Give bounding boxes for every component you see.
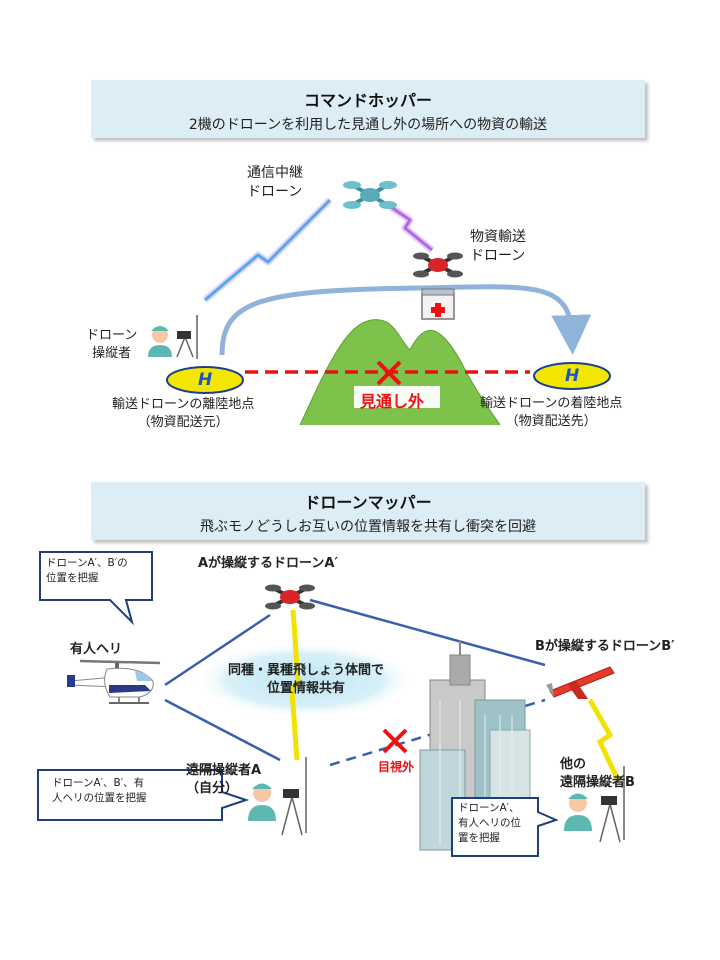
operator-b-label: 他の 遠隔操縦者B — [560, 757, 635, 790]
heli-callout-box — [39, 551, 153, 626]
operator-b-icon — [564, 793, 592, 831]
landing-label: 輸送ドローンの着陸地点 （物資配送先） — [480, 396, 623, 429]
relay-signal-bolt — [202, 197, 333, 303]
drone-b-signal-bolt — [587, 698, 621, 782]
drone-a-label: Aが操縦するドローンA′ — [198, 556, 338, 571]
operator-a-callout-text: ドローンA′、B′、有 人ヘリの位置を把握 — [52, 777, 147, 805]
landing-helipad-icon — [533, 362, 611, 390]
landing-helipad-mark: H — [565, 366, 580, 386]
no-visual-x-icon — [382, 728, 408, 754]
controller-stand-icon — [176, 315, 198, 359]
share-glow-area — [195, 642, 415, 718]
flight-route-arrow — [219, 284, 592, 356]
drone-a-signal-bolt — [289, 609, 301, 761]
takeoff-helipad-icon — [166, 366, 244, 394]
operator-a-stand-icon — [281, 757, 307, 836]
helicopter-icon — [67, 659, 161, 704]
operator-b-callout-box — [451, 797, 559, 857]
relay-drone-icon — [343, 181, 397, 209]
section1-title-box: コマンドホッパー 2機のドローンを利用した見通し外の場所への物資の輸送 — [91, 80, 645, 138]
section2-title: ドローンマッパー — [304, 493, 432, 512]
drone-b-icon — [546, 666, 615, 699]
takeoff-label: 輸送ドローンの離陸地点 （物資配送元） — [112, 397, 255, 430]
section1-title: コマンドホッパー — [303, 91, 432, 110]
medical-box-icon — [421, 288, 455, 320]
heli-label: 有人ヘリ — [70, 642, 123, 657]
no-sight-label-box — [354, 386, 440, 408]
mountain — [299, 319, 501, 426]
operator-label: ドローン 操縦者 — [86, 328, 138, 361]
drone-a-icon — [265, 584, 315, 610]
drone-b-label: Bが操縦するドローンB′ — [535, 639, 675, 654]
operator-a-label: 遠隔操縦者A （自分） — [186, 763, 262, 796]
position-links — [164, 598, 546, 762]
section2-title-box: ドローンマッパー 飛ぶモノどうしお互いの位置情報を共有し衝突を回避 — [91, 482, 645, 540]
cargo-drone-icon — [413, 252, 463, 278]
takeoff-helipad-mark: H — [198, 370, 213, 390]
operator-icon — [148, 326, 172, 357]
operator-b-callout-text: ドローンA′、 有人ヘリの位 置を把握 — [458, 802, 521, 845]
section2-subtitle: 飛ぶモノどうしお互いの位置情報を共有し衝突を回避 — [200, 519, 536, 535]
share-label: 同種・異種飛しょう体間で 位置情報共有 — [228, 663, 385, 696]
heli-callout-text: ドローンA′、B′の 位置を把握 — [46, 557, 128, 585]
cargo-drone-label: 物資輸送 ドローン — [470, 229, 526, 264]
operator-a-icon — [248, 783, 276, 821]
no-visual-label: 目視外 — [378, 760, 415, 774]
operator-a-callout-box — [37, 769, 250, 821]
no-sight-x-icon — [376, 360, 402, 386]
relay-drone-label: 通信中継 ドローン — [247, 165, 303, 200]
section1-subtitle: 2機のドローンを利用した見通し外の場所への物資の輸送 — [188, 117, 548, 133]
operator-b-stand-icon — [599, 766, 625, 843]
no-sight-label: 見通し外 — [360, 392, 425, 411]
cargo-signal-bolt — [386, 202, 435, 253]
